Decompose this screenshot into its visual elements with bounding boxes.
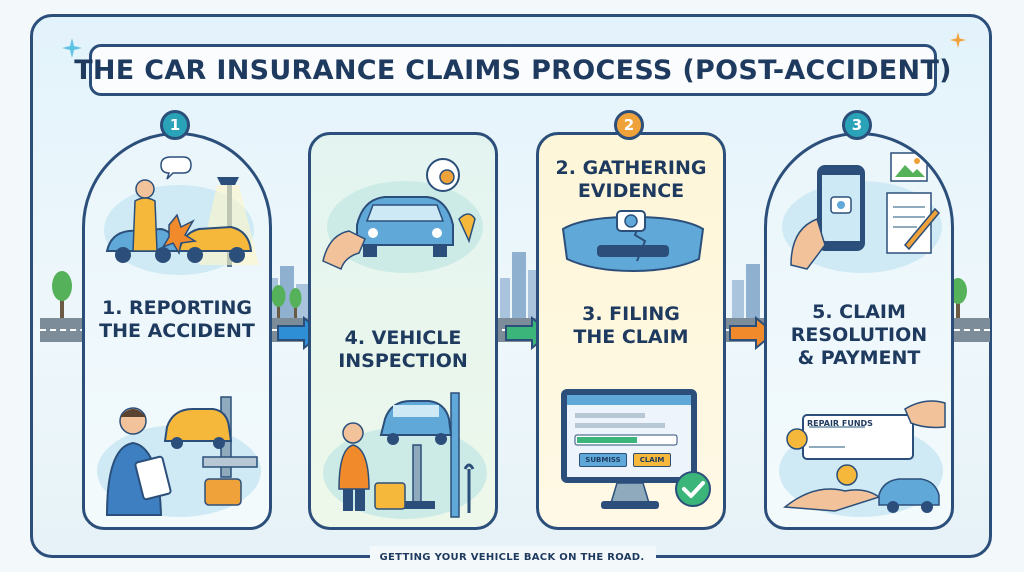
footer-background (370, 546, 656, 562)
step-card-inspection: 4. VEHICLE INSPECTION (308, 132, 498, 530)
step-card-reporting: 1. REPORTING THE ACCIDENT 1 (82, 132, 272, 530)
car-in-hand-illustration (322, 158, 483, 273)
step-label: 4. VEHICLE INSPECTION (338, 327, 468, 372)
payment-check-illustration (779, 400, 946, 517)
step-label: 1. REPORTING THE ACCIDENT (99, 297, 255, 342)
step-card-evidence-filing: 2. GATHERING EVIDENCE 3. FILING THE CLAI… (536, 132, 726, 530)
step-label: 5. CLAIM RESOLUTION & PAYMENT (790, 301, 928, 369)
tree-icon (271, 285, 302, 318)
damaged-bumper-camera-illustration (561, 210, 705, 273)
claim-button: CLAIM (633, 453, 671, 467)
sparkle-icon (62, 38, 82, 58)
step-number-badge: 1 (160, 110, 190, 140)
step-number-badge: 3 (842, 110, 872, 140)
computer-monitor-icon (561, 389, 711, 509)
step-card-resolution: 5. CLAIM RESOLUTION & PAYMENT REPAIR FUN… (764, 132, 954, 530)
page-title: THE CAR INSURANCE CLAIMS PROCESS (POST-A… (74, 54, 952, 86)
city-skyline-icon (732, 264, 760, 318)
step-label: 3. FILING THE CLAIM (573, 303, 689, 348)
mechanic-lift-illustration (323, 392, 487, 519)
accident-scene-illustration (104, 156, 259, 275)
check-text: REPAIR FUNDS (807, 419, 873, 428)
footer-caption: GETTING YOUR VEHICLE BACK ON THE ROAD. (379, 552, 645, 563)
submit-button: SUBMISS (579, 453, 627, 467)
sparkle-icon (950, 32, 966, 48)
tree-icon (52, 271, 72, 318)
phone-photo-illustration (782, 152, 942, 273)
agent-with-clipboard-illustration (97, 396, 261, 517)
step-label: 2. GATHERING EVIDENCE (555, 157, 707, 202)
step-number-badge: 2 (614, 110, 644, 140)
title-banner: THE CAR INSURANCE CLAIMS PROCESS (POST-A… (74, 44, 952, 96)
